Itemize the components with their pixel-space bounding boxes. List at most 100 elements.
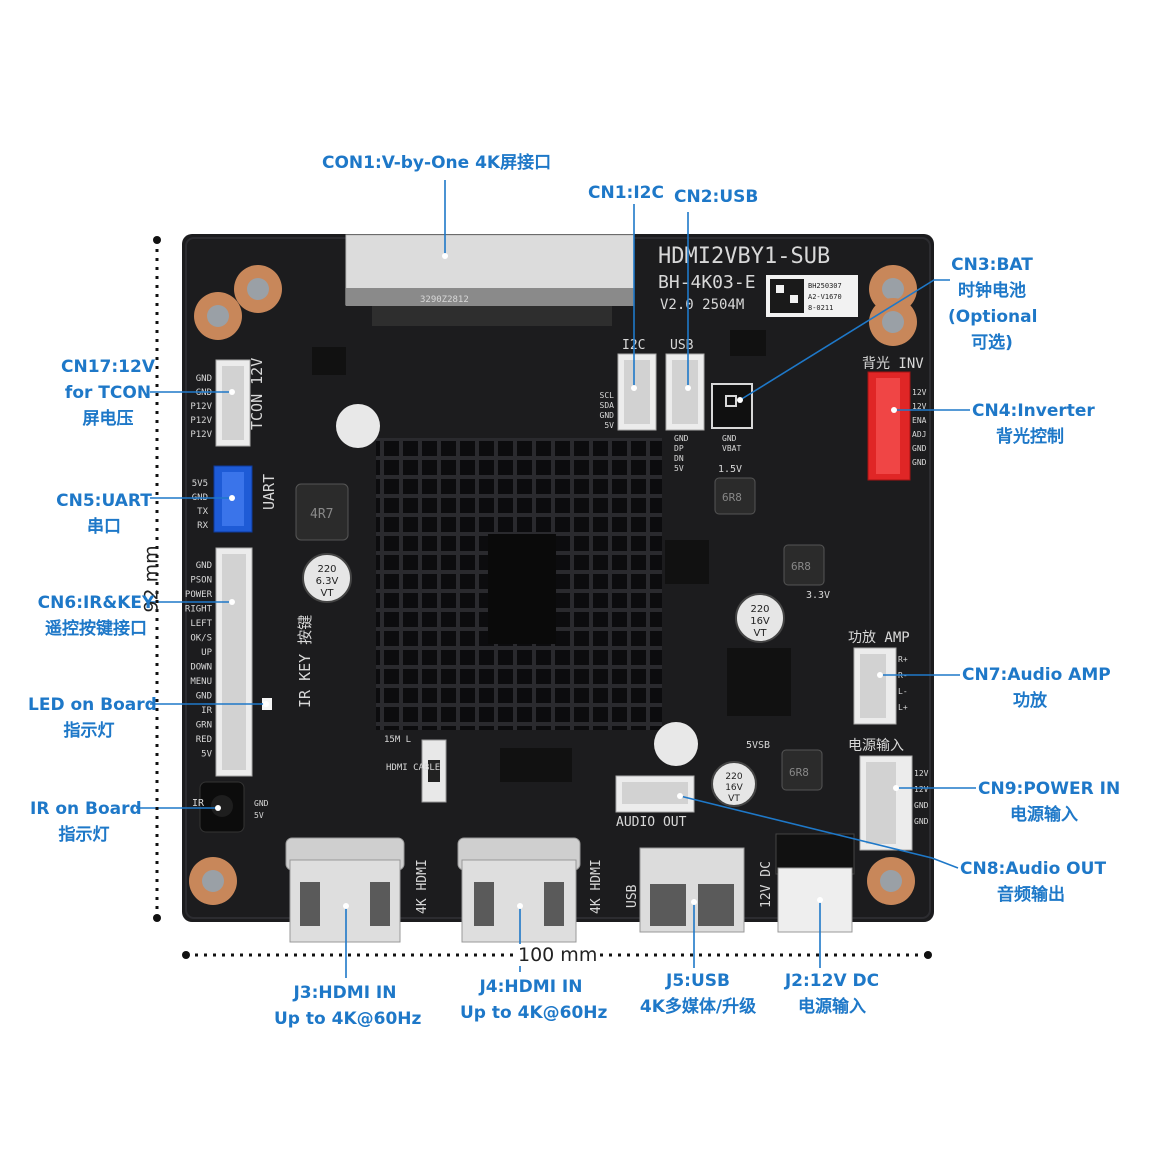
callout-cn17-line-2: for TCON bbox=[64, 383, 152, 403]
svg-text:VT: VT bbox=[321, 588, 335, 599]
callout-j4-line-1: J4:HDMI IN bbox=[479, 977, 583, 997]
cn2-usb-connector bbox=[665, 353, 705, 431]
sticker-line-3: 8-0211 bbox=[808, 304, 833, 312]
con1-vbyone-connector: 3290Z2812 bbox=[345, 234, 635, 326]
callout-cn8: CN8:Audio OUT 音频输出 bbox=[960, 856, 1106, 908]
callout-cn17-line-3: 屏电压 bbox=[82, 409, 134, 429]
callout-led-line-1: LED on Board bbox=[28, 695, 157, 715]
cn17-connector bbox=[215, 359, 251, 447]
silk-hdmi-4k-j3: 4K HDMI bbox=[415, 859, 430, 914]
cn6-pins-label: POWER bbox=[185, 590, 213, 600]
mount-pad-bottom-right bbox=[867, 857, 915, 905]
j2-dc-jack bbox=[775, 833, 855, 933]
cn6-pins-label: RED bbox=[196, 735, 212, 745]
callout-j5: J5:USB 4K多媒体/升级 bbox=[634, 968, 762, 1020]
silk-15m: 15M L bbox=[384, 735, 411, 745]
svg-text:220: 220 bbox=[750, 604, 769, 615]
cn4-pins-label: GND bbox=[912, 444, 927, 453]
ir-pins-label: GND bbox=[254, 799, 269, 808]
inductor-6r8-mid: 6R8 bbox=[783, 544, 825, 586]
silk-tcon-12v: TCON 12V bbox=[248, 358, 266, 430]
silk-ir-key: IR KEY 按键 bbox=[296, 615, 314, 708]
cn1-pins-label: 5V bbox=[604, 421, 614, 430]
cn7-pins-label: L- bbox=[898, 687, 908, 696]
cn4-pins-label: ENA bbox=[912, 416, 927, 425]
svg-text:6R8: 6R8 bbox=[789, 766, 809, 779]
cn17-pins-label: GND bbox=[196, 374, 212, 384]
cn7-audio-amp-connector bbox=[853, 647, 897, 725]
callout-cn3-line-1: CN3:BAT bbox=[951, 255, 1033, 275]
inductor-6r8-top: 6R8 bbox=[714, 477, 756, 515]
cn17-pins-label: P12V bbox=[190, 416, 212, 426]
silk-usb: USB bbox=[670, 338, 694, 353]
callout-cn4-line-2: 背光控制 bbox=[996, 427, 1064, 447]
cn17-pins-label: P12V bbox=[190, 402, 212, 412]
callout-j4-line-2: Up to 4K@60Hz bbox=[460, 1003, 608, 1023]
cn3-battery-connector bbox=[711, 383, 753, 429]
inductor-6r8-bottom: 6R8 bbox=[781, 749, 823, 791]
cn6-pins-label: UP bbox=[201, 648, 212, 658]
callout-cn8-line-2: 音频输出 bbox=[997, 885, 1065, 905]
callout-cn6-line-1: CN6:IR&KEY bbox=[37, 593, 155, 613]
callout-led-line-2: 指示灯 bbox=[63, 721, 115, 741]
cn6-pins-label: GRN bbox=[196, 721, 212, 731]
width-dimension-label: 100 mm bbox=[518, 944, 598, 966]
leader-dots bbox=[215, 253, 899, 909]
silk-3v3: 3.3V bbox=[806, 590, 830, 601]
mount-pad-top-right bbox=[869, 265, 917, 346]
cn5-pins-label: TX bbox=[197, 507, 208, 517]
dimension-height bbox=[153, 236, 161, 922]
cn9-pins-label: 12V bbox=[914, 785, 929, 794]
svg-text:6R8: 6R8 bbox=[722, 491, 742, 504]
callout-cn4-line-1: CN4:Inverter bbox=[972, 401, 1095, 421]
callout-ir: IR on Board 指示灯 bbox=[30, 796, 142, 848]
cn6-pins-label: DOWN bbox=[190, 663, 212, 673]
cn6-pins-label: RIGHT bbox=[185, 605, 213, 615]
silk-usb-port: USB bbox=[625, 884, 640, 908]
dimension-width bbox=[182, 944, 932, 966]
sticker-line-1: BH250307 bbox=[808, 282, 842, 290]
serial-sticker: BH250307 A2-V1670 8-0211 bbox=[766, 275, 858, 317]
callout-cn3-line-4: 可选) bbox=[971, 333, 1013, 353]
cn2-pins-label: DP bbox=[674, 444, 684, 453]
callout-ir-line-1: IR on Board bbox=[30, 799, 142, 819]
callout-j2-line-1: J2:12V DC bbox=[784, 971, 880, 991]
callout-j5-line-1: J5:USB bbox=[666, 971, 730, 991]
callout-ir-line-2: 指示灯 bbox=[58, 825, 110, 845]
svg-text:VT: VT bbox=[728, 794, 740, 804]
cn1-pins-label: GND bbox=[600, 411, 615, 420]
cn6-pins-label: GND bbox=[196, 692, 212, 702]
sticker-line-2: A2-V1670 bbox=[808, 293, 842, 301]
cn17-pins-label: GND bbox=[196, 388, 212, 398]
cn8-audio-out-connector bbox=[615, 775, 695, 813]
callout-j4: J4:HDMI IN Up to 4K@60Hz bbox=[460, 974, 608, 1026]
onboard-ir-receiver bbox=[199, 781, 245, 833]
inductor-4r7: 4R7 bbox=[295, 483, 349, 541]
silk-amp: 功放 AMP bbox=[848, 630, 910, 646]
silk-hdmi-cable: HDMI CABLE bbox=[386, 763, 440, 773]
callout-cn5: CN5:UART 串口 bbox=[54, 488, 154, 540]
silk-hdmi-4k-j4: 4K HDMI bbox=[589, 859, 604, 914]
cn4-pins-label: 12V bbox=[912, 402, 927, 411]
svg-text:6.3V: 6.3V bbox=[316, 576, 339, 587]
silk-1v5: 1.5V bbox=[718, 464, 742, 475]
mount-pad-bottom-left bbox=[189, 857, 237, 905]
cn4-pins-label: ADJ bbox=[912, 430, 926, 439]
cn9-pins-label: 12V bbox=[914, 769, 929, 778]
svg-text:4R7: 4R7 bbox=[310, 507, 333, 522]
j5-usb-port bbox=[639, 847, 745, 933]
silk-5vsb: 5VSB bbox=[746, 740, 770, 751]
callout-cn7: CN7:Audio AMP 功放 bbox=[962, 662, 1111, 714]
silk-uart: UART bbox=[260, 474, 278, 510]
mount-pad-top-left bbox=[194, 265, 282, 340]
cn7-pins-label: L+ bbox=[898, 703, 908, 712]
callout-cn6-line-2: 遥控按键接口 bbox=[45, 619, 147, 639]
callout-cn3-line-2: 时钟电池 bbox=[958, 281, 1026, 301]
cn6-pin-labels: GNDPSONPOWERRIGHTLEFTOK/SUPDOWNMENUGNDIR… bbox=[185, 561, 213, 760]
callout-j3-line-2: Up to 4K@60Hz bbox=[274, 1009, 422, 1029]
cn6-pins-label: PSON bbox=[190, 576, 212, 586]
cn3-pins-label: GND bbox=[722, 434, 737, 443]
ir-pins-label: 5V bbox=[254, 811, 264, 820]
